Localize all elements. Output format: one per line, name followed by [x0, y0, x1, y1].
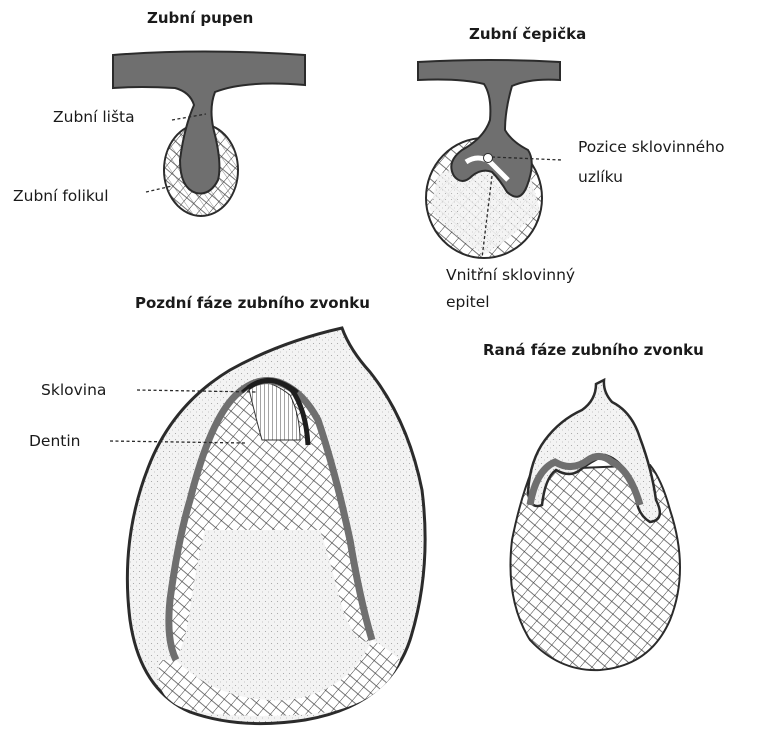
late-bell-stage-illustration — [127, 328, 425, 724]
bud-dental-lamina — [113, 52, 305, 194]
label-enamel-knot-line1: Pozice sklovinného — [578, 136, 725, 158]
label-inner-epithelium-line1: Vnitřní sklovinný — [446, 264, 575, 286]
early-bell-stage-title: Raná fáze zubního zvonku — [483, 341, 704, 359]
label-dental-lamina: Zubní lišta — [53, 106, 135, 128]
cap-stage-title: Zubní čepička — [469, 25, 586, 43]
bud-stage-illustration — [113, 52, 305, 217]
label-enamel-knot-line2: uzlíku — [578, 166, 623, 188]
label-inner-epithelium-line2: epitel — [446, 291, 490, 313]
label-dentin: Dentin — [29, 430, 81, 452]
bud-stage-title: Zubní pupen — [147, 9, 253, 27]
label-dental-follicle: Zubní folikul — [13, 185, 109, 207]
enamel-knot-marker — [484, 154, 493, 163]
label-enamel: Sklovina — [41, 379, 106, 401]
early-bell-stage-illustration — [510, 380, 680, 670]
late-bell-stage-title: Pozdní fáze zubního zvonku — [135, 294, 370, 312]
